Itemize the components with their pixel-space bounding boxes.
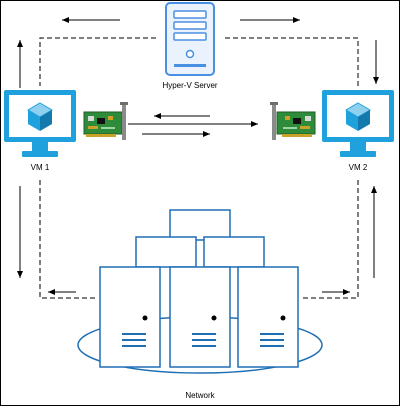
cluster-box-mid-left [135,236,197,268]
vm2-label: VM 2 [349,163,368,172]
connector-vm1-network [39,180,96,299]
cluster-tower-left [99,266,161,368]
cluster-box-top [169,209,231,241]
nic-right-network-card-icon [270,102,316,140]
cluster-tower-center [169,266,231,368]
connector-vm2-network [302,180,359,299]
connector-server-vm2 [225,37,359,86]
vm2-monitor-icon [322,90,394,157]
server-label: Hyper-V Server [162,81,217,90]
connector-server-vm1 [39,37,156,86]
vm1-label: VM 1 [31,163,50,172]
vm1-cube-icon [27,102,53,131]
flow-arrows [17,17,379,295]
server-icon [165,2,215,76]
cluster-box-mid-right [203,236,265,268]
dashed-connectors [39,37,359,299]
cluster-tower-right [237,266,299,368]
network-label: Network [185,391,215,400]
vm2-cube-icon [345,102,371,131]
network-server-cluster-icon [77,209,323,374]
vm1-monitor-icon [4,90,76,157]
nic-left-network-card-icon [83,102,128,140]
